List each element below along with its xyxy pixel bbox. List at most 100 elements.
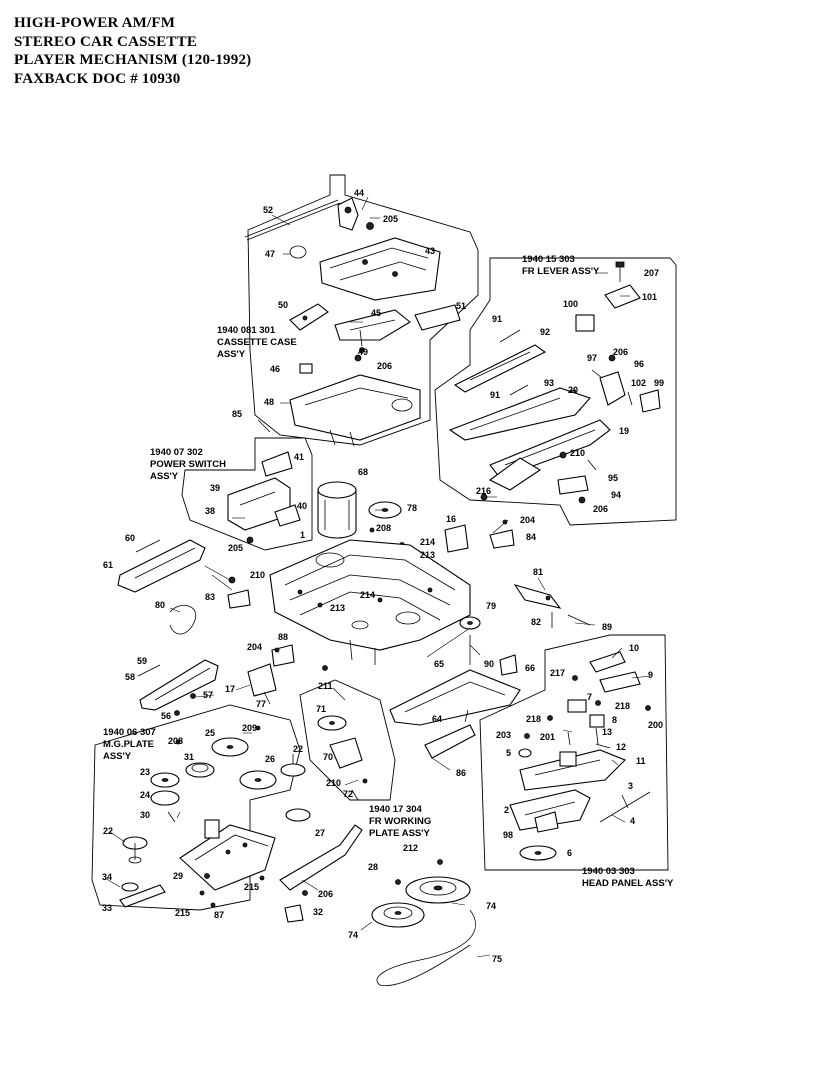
part-218-screw-b	[595, 700, 601, 706]
head-panel-name: HEAD PANEL ASS'Y	[582, 878, 674, 889]
part-72-pin	[351, 789, 359, 801]
part-59-pin	[137, 664, 161, 677]
cassette-case-name-1: CASSETTE CASE	[217, 337, 297, 348]
part-75-belt	[376, 909, 476, 987]
part-95-spring	[587, 459, 597, 471]
callout-30: 30	[140, 810, 150, 820]
part-208-washer	[369, 527, 375, 533]
callout-58: 58	[125, 672, 135, 682]
part-77-spring	[263, 691, 271, 705]
callout-38: 38	[205, 506, 215, 516]
callout-74-a: 74	[486, 901, 496, 911]
part-26-gear	[239, 770, 277, 790]
callout-27: 27	[315, 828, 325, 838]
mg-plate-code: 1940 06 307	[103, 727, 156, 738]
part-2-plate	[509, 789, 591, 831]
part-29-gear	[204, 873, 210, 879]
callout-22-b: 22	[103, 826, 113, 836]
part-13-pin	[595, 727, 599, 745]
callout-13: 13	[602, 727, 612, 737]
callout-33: 33	[102, 903, 112, 913]
callout-78: 78	[407, 503, 417, 513]
callout-208-b: 208	[168, 736, 183, 746]
callout-50: 50	[278, 300, 288, 310]
part-33-lever	[119, 884, 166, 908]
part-83-lever	[227, 589, 251, 609]
part-16-bracket	[444, 524, 469, 553]
callout-215-a: 215	[175, 908, 190, 918]
part-207-pin	[615, 261, 625, 282]
callout-59: 59	[137, 656, 147, 666]
cassette-case-boundary	[247, 174, 479, 446]
part-201-spring	[567, 731, 571, 746]
callout-100: 100	[563, 299, 578, 309]
callout-43: 43	[425, 246, 435, 256]
callout-70: 70	[323, 752, 333, 762]
part-205-screw	[366, 222, 374, 230]
callout-208-a: 208	[376, 523, 391, 533]
callout-211: 211	[318, 681, 333, 691]
callout-214-a: 214	[420, 537, 435, 547]
callout-101: 101	[642, 292, 657, 302]
callout-218-a: 218	[615, 701, 630, 711]
part-28-arm	[279, 824, 363, 891]
part-46-block	[299, 363, 313, 374]
mg-plate-name-2: ASS'Y	[103, 751, 132, 762]
part-80-wire	[169, 604, 197, 635]
callout-56: 56	[161, 711, 171, 721]
mg-plate-boundary	[91, 704, 301, 911]
part-51-plate	[414, 304, 461, 331]
part-100-block	[575, 314, 595, 332]
callout-28: 28	[368, 862, 378, 872]
part-89-pin	[567, 614, 591, 626]
callout-29: 29	[173, 871, 183, 881]
callout-49: 49	[358, 347, 368, 357]
part-6-pinch-roller	[519, 845, 557, 861]
power-switch-code: 1940 07 302	[150, 447, 203, 458]
part-60-pin	[135, 539, 161, 553]
callout-215-b: 215	[244, 882, 259, 892]
callout-68: 68	[358, 467, 368, 477]
part-206-screw-mg	[302, 890, 308, 896]
fr-working-name-2: PLATE ASS'Y	[369, 828, 431, 839]
part-40-clip	[274, 504, 301, 527]
callout-85: 85	[232, 409, 242, 419]
callout-212: 212	[403, 843, 418, 853]
callout-71: 71	[316, 704, 326, 714]
callout-72: 72	[343, 789, 353, 799]
part-10-bracket	[589, 651, 626, 673]
callout-206-d: 206	[318, 889, 333, 899]
part-204-screw	[502, 519, 508, 525]
part-99-bracket	[639, 389, 661, 413]
callout-90: 90	[484, 659, 494, 669]
callout-205-b: 205	[228, 543, 243, 553]
part-211-screw	[322, 665, 328, 671]
callout-20: 20	[568, 385, 578, 395]
callout-83: 83	[205, 592, 215, 602]
part-203-screw	[524, 733, 530, 739]
part-57-clip	[190, 693, 196, 699]
fr-lever-name: FR LEVER ASS'Y	[522, 266, 600, 277]
fr-working-name-1: FR WORKING	[369, 816, 431, 827]
callout-9: 9	[648, 670, 653, 680]
callout-206-a: 206	[377, 361, 392, 371]
callout-19: 19	[619, 426, 629, 436]
part-68-motor	[317, 481, 357, 539]
callout-4: 4	[630, 816, 635, 826]
callout-66: 66	[525, 663, 535, 673]
fr-working-plate-boundary	[299, 679, 396, 801]
part-31-gear	[185, 762, 215, 778]
part-47-ring	[289, 245, 307, 259]
part-102-pin	[627, 391, 633, 406]
callout-200: 200	[648, 720, 663, 730]
part-30-spring	[167, 811, 176, 823]
part-218-screw-a	[547, 715, 553, 721]
callout-48: 48	[264, 397, 274, 407]
part-212-washer	[395, 859, 443, 885]
callout-34: 34	[102, 872, 112, 882]
title-line-1: HIGH-POWER AM/FM	[14, 15, 176, 31]
part-85-pin	[257, 419, 271, 433]
callout-5: 5	[506, 748, 511, 758]
part-71-gear	[317, 715, 347, 731]
part-200-screw	[645, 705, 651, 711]
